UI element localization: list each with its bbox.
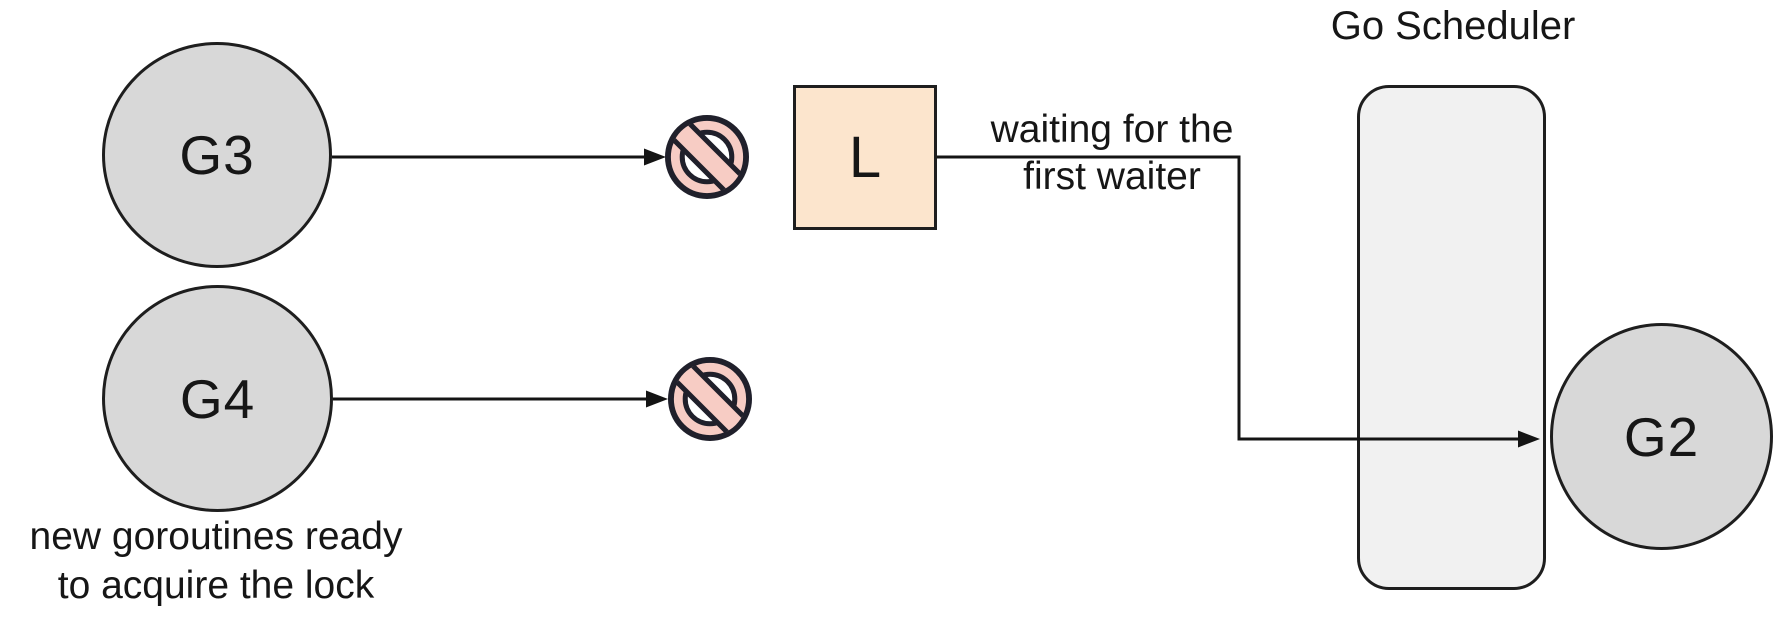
node-g4-label: G4 <box>179 367 256 430</box>
waiting-annotation: waiting for the first waiter <box>990 108 1234 198</box>
node-lock: L <box>793 85 937 230</box>
go-scheduler-title: Go Scheduler <box>1330 4 1576 48</box>
node-g2: G2 <box>1550 323 1773 550</box>
node-lock-label: L <box>848 125 882 190</box>
arrow-g3-to-blocked <box>332 148 666 166</box>
no-entry-icon <box>668 357 753 442</box>
no-entry-icon <box>665 115 750 200</box>
node-g2-label: G2 <box>1623 405 1700 468</box>
node-g3-label: G3 <box>179 124 255 186</box>
node-g4: G4 <box>102 285 333 512</box>
ready-goroutines-annotation: new goroutines ready to acquire the lock <box>29 515 403 607</box>
arrow-g4-to-blocked <box>333 390 668 408</box>
go-scheduler-container <box>1357 85 1546 590</box>
node-g3: G3 <box>102 42 332 268</box>
